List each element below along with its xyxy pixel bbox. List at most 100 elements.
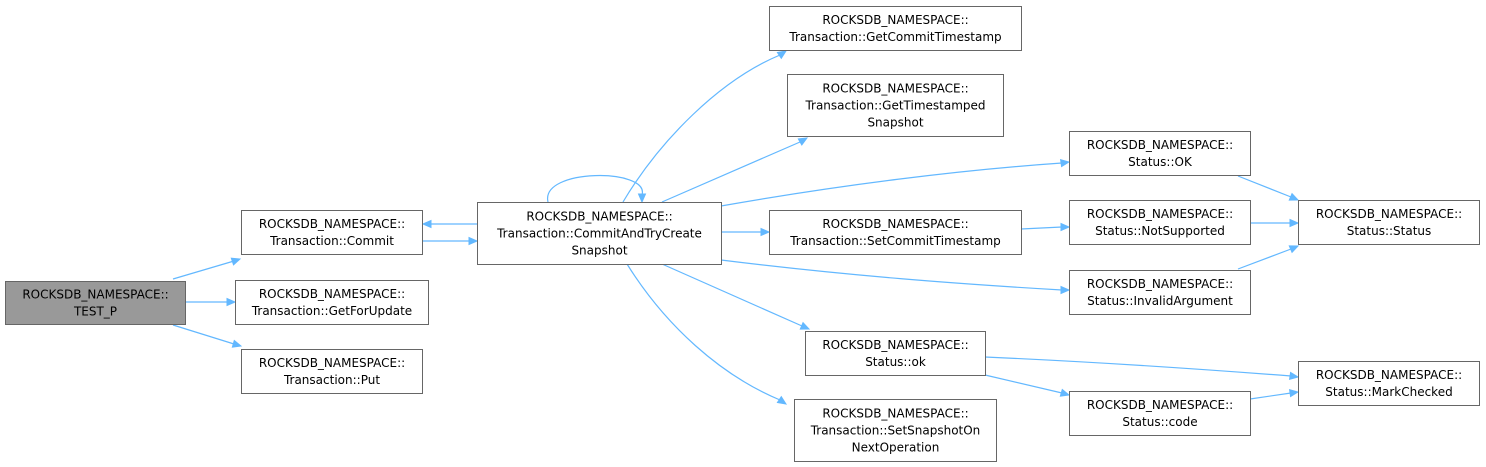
node-setcommitts[interactable]: ROCKSDB_NAMESPACE::Transaction::SetCommi… — [769, 210, 1022, 255]
node-label-line: Snapshot — [571, 244, 627, 258]
edge-commitandtry-to-getcommitts — [622, 50, 788, 203]
node-label-line: ROCKSDB_NAMESPACE:: — [259, 217, 405, 231]
node-label-line: ROCKSDB_NAMESPACE:: — [1087, 398, 1233, 412]
node-box — [1298, 200, 1480, 245]
edge-commitandtry-to-commit — [421, 219, 477, 229]
edge-line — [626, 263, 781, 401]
edge-line — [622, 54, 781, 203]
node-label-line: Snapshot — [867, 116, 923, 130]
node-label-line: Status::code — [1122, 415, 1197, 429]
arrowhead-icon — [226, 297, 237, 307]
node-status_ok_lower[interactable]: ROCKSDB_NAMESPACE::Status::ok — [805, 331, 986, 376]
node-box — [1298, 361, 1480, 406]
arrowhead-icon — [1060, 285, 1071, 295]
edge-code-to-markchecked — [1249, 388, 1300, 400]
node-commit[interactable]: ROCKSDB_NAMESPACE::Transaction::Commit — [241, 210, 423, 255]
node-code[interactable]: ROCKSDB_NAMESPACE::Status::code — [1069, 391, 1251, 436]
node-label-line: Transaction::SetSnapshotOn — [810, 424, 981, 438]
arrowhead-icon — [1288, 245, 1300, 254]
edge-commitandtry-to-setsnapshot — [626, 263, 788, 405]
node-label-line: Status::MarkChecked — [1325, 385, 1452, 399]
arrowhead-icon — [230, 257, 242, 266]
node-label-line: Transaction::CommitAndTryCreate — [496, 227, 702, 241]
edge-notsupported-to-status_ctor — [1250, 218, 1300, 228]
arrowhead-icon — [1060, 222, 1071, 232]
edge-line — [1237, 175, 1292, 198]
edge-line — [1237, 248, 1292, 270]
node-put[interactable]: ROCKSDB_NAMESPACE::Transaction::Put — [241, 349, 423, 394]
node-setsnapshot[interactable]: ROCKSDB_NAMESPACE::Transaction::SetSnaps… — [794, 399, 997, 462]
arrowhead-icon — [421, 219, 432, 229]
arrowhead-icon — [776, 395, 788, 405]
arrowhead-icon — [760, 227, 771, 237]
edge-invalidarg-to-status_ctor — [1237, 245, 1300, 270]
node-label-line: ROCKSDB_NAMESPACE:: — [822, 338, 968, 352]
node-label-line: Transaction::GetForUpdate — [251, 304, 412, 318]
node-getforupdate[interactable]: ROCKSDB_NAMESPACE::Transaction::GetForUp… — [235, 280, 429, 325]
node-status_OK[interactable]: ROCKSDB_NAMESPACE::Status::OK — [1069, 131, 1251, 176]
node-label-line: ROCKSDB_NAMESPACE:: — [22, 288, 168, 302]
edge-commitandtry-to-setcommitts — [721, 227, 771, 237]
arrowhead-icon — [637, 193, 647, 204]
node-label-line: ROCKSDB_NAMESPACE:: — [259, 287, 405, 301]
edge-line — [984, 374, 1063, 394]
arrowhead-icon — [1059, 388, 1071, 397]
edge-line — [1020, 226, 1063, 230]
node-box — [769, 6, 1022, 51]
node-label-line: ROCKSDB_NAMESPACE:: — [822, 217, 968, 231]
node-box — [787, 74, 1004, 137]
arrowhead-icon — [1288, 371, 1300, 381]
node-gettssnap[interactable]: ROCKSDB_NAMESPACE::Transaction::GetTimes… — [787, 74, 1004, 137]
arrowhead-icon — [1288, 388, 1300, 398]
edge-test_p-to-getforupdate — [186, 297, 237, 307]
edge-commitandtry-to-commitandtry — [547, 175, 647, 204]
node-box — [794, 399, 997, 462]
arrowhead-icon — [1288, 192, 1300, 201]
edge-line — [172, 260, 235, 280]
node-label-line: NextOperation — [852, 441, 940, 455]
node-invalidarg[interactable]: ROCKSDB_NAMESPACE::Status::InvalidArgume… — [1069, 270, 1251, 315]
node-label-line: ROCKSDB_NAMESPACE:: — [1316, 207, 1462, 221]
node-label-line: Transaction::GetCommitTimestamp — [788, 30, 1001, 44]
node-notsupported[interactable]: ROCKSDB_NAMESPACE::Status::NotSupported — [1069, 200, 1251, 245]
node-label-line: Status::OK — [1128, 155, 1193, 169]
node-label-line: Transaction::GetTimestamped — [804, 99, 985, 113]
edges-layer — [172, 50, 1300, 405]
edge-status_OK-to-status_ctor — [1237, 175, 1300, 201]
node-label-line: ROCKSDB_NAMESPACE:: — [259, 356, 405, 370]
node-label-line: Status::Status — [1347, 224, 1432, 238]
arrowhead-icon — [231, 339, 243, 348]
node-label-line: ROCKSDB_NAMESPACE:: — [822, 13, 968, 27]
node-label-line: ROCKSDB_NAMESPACE:: — [1316, 368, 1462, 382]
arrowhead-icon — [1289, 218, 1300, 228]
arrowhead-icon — [468, 236, 479, 246]
node-box — [805, 331, 986, 376]
edge-line — [720, 259, 1063, 291]
node-box — [241, 349, 423, 394]
node-status_ctor[interactable]: ROCKSDB_NAMESPACE::Status::Status — [1298, 200, 1480, 245]
node-label-line: Status::ok — [865, 355, 926, 369]
edge-commitandtry-to-invalidarg — [720, 259, 1071, 295]
edge-test_p-to-put — [172, 324, 243, 348]
edge-commitandtry-to-status_ok_lower — [661, 263, 811, 330]
node-markchecked[interactable]: ROCKSDB_NAMESPACE::Status::MarkChecked — [1298, 361, 1480, 406]
node-box — [477, 202, 722, 265]
nodes-layer: ROCKSDB_NAMESPACE::TEST_PROCKSDB_NAMESPA… — [5, 6, 1480, 462]
node-getcommitts[interactable]: ROCKSDB_NAMESPACE::Transaction::GetCommi… — [769, 6, 1022, 51]
edge-test_p-to-commit — [172, 257, 242, 280]
node-commitandtry[interactable]: ROCKSDB_NAMESPACE::Transaction::CommitAn… — [477, 202, 722, 265]
node-label-line: Status::InvalidArgument — [1087, 294, 1233, 308]
arrowhead-icon — [797, 137, 809, 146]
node-test_p: ROCKSDB_NAMESPACE::TEST_P — [5, 281, 186, 325]
edge-commitandtry-to-status_OK — [720, 158, 1071, 207]
node-label-line: ROCKSDB_NAMESPACE:: — [822, 407, 968, 421]
node-label-line: TEST_P — [73, 305, 117, 319]
node-label-line: Transaction::Put — [283, 373, 380, 387]
node-box — [769, 210, 1022, 255]
node-box — [5, 281, 186, 325]
arrowhead-icon — [799, 321, 811, 330]
node-label-line: ROCKSDB_NAMESPACE:: — [1087, 207, 1233, 221]
edge-line — [984, 356, 1292, 377]
arrowhead-icon — [1059, 158, 1071, 168]
